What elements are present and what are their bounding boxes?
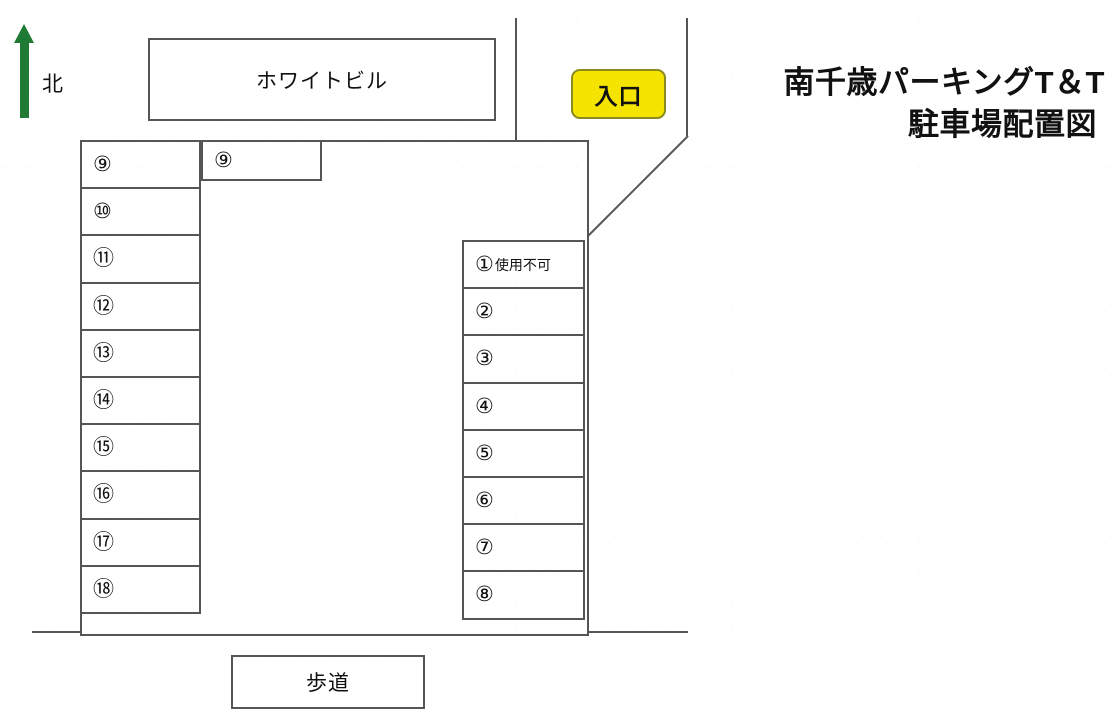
stall-number: ⑭	[93, 389, 114, 413]
stall-number: ③	[475, 347, 494, 371]
parking-stall[interactable]: ⑪	[80, 234, 201, 284]
sidewalk-label: 歩道	[306, 672, 350, 695]
stall-number: ⑩	[93, 200, 112, 224]
parking-stall[interactable]: ③	[462, 334, 585, 384]
stall-number: ⑧	[475, 583, 494, 607]
parking-stall-extra[interactable]: ⑨	[201, 140, 322, 181]
title-line-2: 駐車場配置図	[908, 106, 1097, 142]
stall-column-right: ① 使用不可 ② ③ ④ ⑤ ⑥ ⑦ ⑧	[462, 240, 585, 620]
stall-number: ⑯	[93, 483, 114, 507]
parking-stall[interactable]: ① 使用不可	[462, 240, 585, 290]
stall-number: ⑨	[214, 149, 233, 172]
driveway-right-edge-line	[686, 18, 688, 136]
stall-number: ⑫	[93, 294, 114, 318]
parking-stall[interactable]: ⑥	[462, 475, 585, 526]
north-label: 北	[42, 73, 63, 96]
stall-number: ②	[475, 300, 494, 324]
north-arrow-group	[8, 20, 118, 118]
entrance-label: 入口	[594, 83, 643, 109]
stall-number: ⑱	[93, 577, 114, 601]
parking-stall[interactable]: ⑨	[80, 140, 201, 190]
parking-stall[interactable]: ⑫	[80, 281, 201, 331]
building-label: ホワイトビル	[256, 69, 388, 93]
stall-number: ⑨	[93, 153, 112, 177]
stall-number: ⑪	[93, 247, 114, 271]
stall-number: ⑦	[475, 536, 494, 560]
parking-stall[interactable]: ⑮	[80, 423, 201, 473]
title-line-1: 南千歳パーキングT＆T	[783, 65, 1105, 100]
parking-stall[interactable]: ⑤	[462, 428, 585, 478]
driveway-diagonal-line	[583, 135, 689, 241]
parking-stall[interactable]: ②	[462, 287, 585, 337]
page-title: 南千歳パーキングT＆T 駐車場配置図	[700, 62, 1105, 145]
parking-stall[interactable]: ⑰	[80, 517, 201, 567]
stall-number: ⑥	[475, 489, 494, 513]
parking-stall[interactable]: ⑬	[80, 328, 201, 378]
north-arrow-icon	[14, 24, 34, 43]
parking-stall[interactable]: ⑩	[80, 187, 201, 237]
stall-number: ⑰	[93, 530, 114, 554]
stall-number: ①	[475, 253, 494, 277]
parking-stall[interactable]: ⑦	[462, 523, 585, 573]
building-white-bldg: ホワイトビル	[148, 38, 496, 121]
parking-stall[interactable]: ⑯	[80, 470, 201, 520]
entrance-sign: 入口	[571, 69, 666, 119]
parking-stall[interactable]: ④	[462, 381, 585, 431]
stall-number: ⑮	[93, 436, 114, 460]
stall-number: ⑬	[93, 341, 114, 365]
north-arrow-shaft	[20, 40, 29, 118]
stall-number: ⑤	[475, 441, 494, 465]
stall-note: 使用不可	[494, 256, 551, 273]
stall-column-left: ⑨ ⑩ ⑪ ⑫ ⑬ ⑭ ⑮ ⑯	[80, 140, 201, 614]
parking-stall[interactable]: ⑧	[462, 570, 585, 620]
sidewalk-box: 歩道	[231, 655, 425, 709]
driveway-left-edge-line	[515, 18, 517, 141]
stall-number: ④	[475, 394, 494, 418]
parking-stall[interactable]: ⑭	[80, 375, 201, 426]
parking-stall[interactable]: ⑱	[80, 564, 201, 614]
